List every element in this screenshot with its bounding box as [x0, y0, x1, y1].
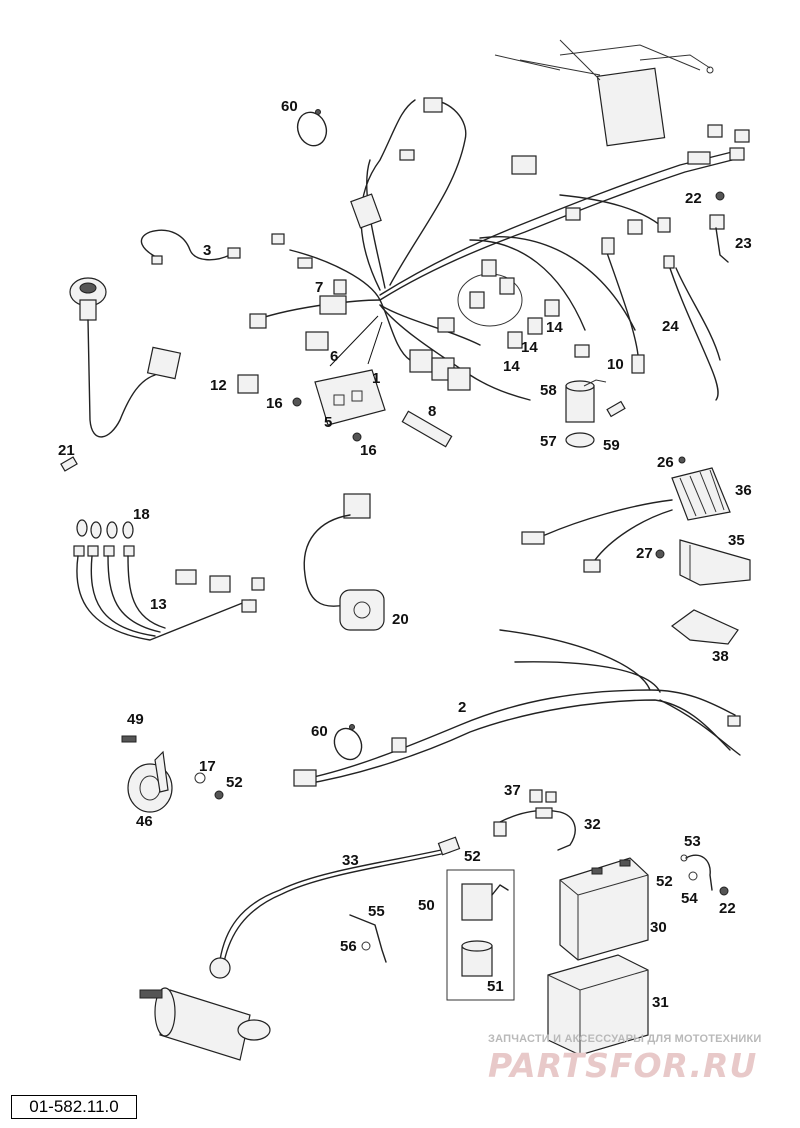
- battery: [559, 857, 649, 961]
- callout-16: 16: [266, 395, 283, 412]
- callout-labels: 60 3 7 6 12 16 5 1 16 8 14 14 14 58 57 5…: [58, 98, 752, 1011]
- handlebar-switch: [303, 493, 385, 631]
- right-side-parts: [663, 191, 729, 401]
- main-harness: [249, 97, 750, 401]
- callout-50: 50: [418, 897, 435, 914]
- callout-49: 49: [127, 711, 144, 728]
- starter-relay: [349, 869, 515, 1001]
- leader-lines: [329, 315, 383, 367]
- callout-55: 55: [368, 903, 385, 920]
- callout-36: 36: [735, 482, 752, 499]
- horn: [121, 735, 224, 813]
- callout-7: 7: [315, 279, 323, 296]
- callout-16: 16: [360, 442, 377, 459]
- callout-38: 38: [712, 648, 729, 665]
- sleeve: [401, 410, 453, 448]
- callout-56: 56: [340, 938, 357, 955]
- callout-22: 22: [685, 190, 702, 207]
- callout-2: 2: [458, 699, 466, 716]
- battery-box: [547, 954, 649, 1056]
- callout-22: 22: [719, 900, 736, 917]
- callout-54: 54: [681, 890, 698, 907]
- pad: [671, 609, 739, 645]
- callout-57: 57: [540, 433, 557, 450]
- sensor-lead: [140, 229, 241, 265]
- relay-connectors: [237, 233, 347, 394]
- rear-harness: [293, 629, 741, 787]
- callout-53: 53: [684, 833, 701, 850]
- callout-58: 58: [540, 382, 557, 399]
- bulb-harness: [73, 519, 265, 641]
- speed-sensor: [60, 277, 182, 472]
- temp-sensor: [601, 237, 645, 374]
- callout-20: 20: [392, 611, 409, 628]
- starter-cable: [209, 836, 461, 979]
- callout-60: 60: [281, 98, 298, 115]
- watermark-brand: PARTSFOR.RU: [488, 1046, 758, 1085]
- callout-6: 6: [330, 348, 338, 365]
- capacitor: [565, 379, 626, 448]
- regulator: [521, 456, 731, 573]
- small-connectors: [507, 299, 560, 349]
- watermark-caption: ЗАПЧАСТИ И АКСЕССУАРЫ ДЛЯ МОТОТЕХНИКИ: [488, 1033, 762, 1045]
- callout-13: 13: [150, 596, 167, 613]
- callout-35: 35: [728, 532, 745, 549]
- callout-14: 14: [521, 339, 538, 356]
- callout-32: 32: [584, 816, 601, 833]
- callout-52: 52: [226, 774, 243, 791]
- callout-1: 1: [372, 370, 380, 387]
- cable-tie-bottom: [333, 724, 363, 761]
- diagram-code: 01-582.11.0: [11, 1095, 137, 1119]
- callout-10: 10: [607, 356, 624, 373]
- callout-23: 23: [735, 235, 752, 252]
- callout-17: 17: [199, 758, 216, 775]
- cdi-unit: [494, 39, 714, 147]
- callout-18: 18: [133, 506, 150, 523]
- callout-3: 3: [203, 242, 211, 259]
- callout-14: 14: [546, 319, 563, 336]
- battery-cable: [680, 854, 729, 896]
- callout-33: 33: [342, 852, 359, 869]
- bracket-plate: [292, 369, 386, 442]
- callout-24: 24: [662, 318, 679, 335]
- callout-5: 5: [324, 414, 332, 431]
- starter-motor: [139, 987, 271, 1061]
- callout-27: 27: [636, 545, 653, 562]
- callout-8: 8: [428, 403, 436, 420]
- callout-59: 59: [603, 437, 620, 454]
- callout-14: 14: [503, 358, 520, 375]
- regulator-bracket: [655, 539, 751, 586]
- callout-30: 30: [650, 919, 667, 936]
- callout-52: 52: [464, 848, 481, 865]
- callout-46: 46: [136, 813, 153, 830]
- callout-26: 26: [657, 454, 674, 471]
- callout-52: 52: [656, 873, 673, 890]
- fuse-cable: [493, 789, 576, 851]
- callout-31: 31: [652, 994, 669, 1011]
- callout-60: 60: [311, 723, 328, 740]
- callout-21: 21: [58, 442, 75, 459]
- callout-51: 51: [487, 978, 504, 995]
- callout-37: 37: [504, 782, 521, 799]
- cable-tie-top: [296, 109, 328, 147]
- callout-12: 12: [210, 377, 227, 394]
